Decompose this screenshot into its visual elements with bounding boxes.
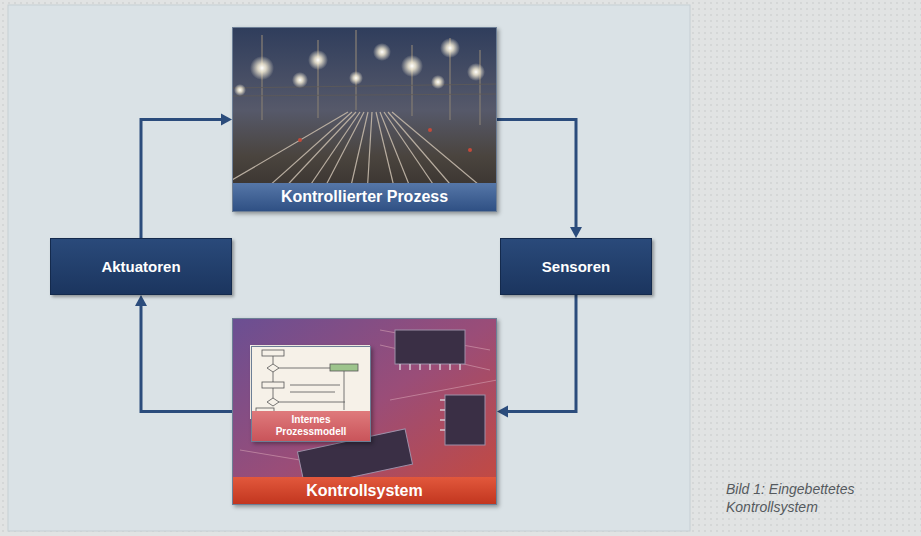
arrow-head — [135, 295, 147, 306]
flow-arrow — [135, 295, 232, 412]
connector-line — [141, 120, 223, 239]
node-label: Sensoren — [534, 254, 618, 279]
figure-caption: Bild 1: Eingebettetes Kontrollsystem — [726, 480, 911, 516]
process-photo-box: Kontrollierter Prozess — [232, 27, 497, 212]
control-system-box: Kontrollsystem Internes Prozessmodell — [232, 318, 497, 505]
node-label: Kontrollsystem — [300, 482, 428, 500]
flow-arrow — [497, 295, 576, 418]
node-label: Kontrollierter Prozess — [275, 188, 454, 206]
arrow-head — [221, 114, 232, 126]
node-label: Aktuatoren — [93, 254, 188, 279]
sensor-box: Sensoren — [500, 238, 652, 295]
flow-arrow — [141, 114, 232, 239]
connector-line — [506, 295, 576, 412]
arrow-head — [497, 406, 508, 418]
label-bar: Kontrollsystem — [233, 477, 496, 504]
node-label: Internes Prozessmodell — [252, 414, 370, 438]
process-model-box: Internes Prozessmodell — [251, 346, 371, 442]
label-bar: Internes Prozessmodell — [252, 411, 370, 441]
connector-line — [141, 304, 232, 412]
arrow-head — [570, 227, 582, 238]
label-bar: Kontrollierter Prozess — [233, 183, 496, 211]
flow-arrow — [497, 120, 582, 239]
actuator-box: Aktuatoren — [50, 238, 232, 295]
connector-line — [497, 120, 576, 230]
